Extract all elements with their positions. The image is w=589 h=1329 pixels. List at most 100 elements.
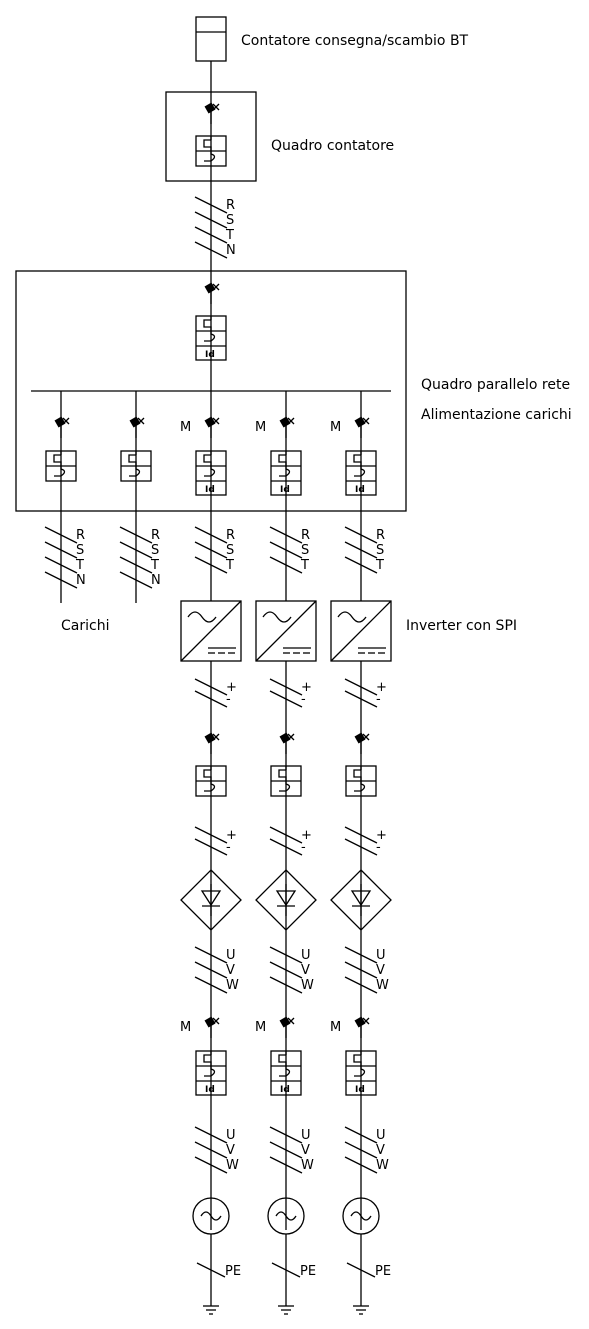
- differential-protection-symbol: Id: [345, 1050, 377, 1096]
- phase-label: S: [226, 543, 234, 558]
- phase-label: -: [226, 840, 231, 855]
- panel-quadro-contatore: [165, 91, 257, 182]
- phase-label: W: [226, 978, 239, 993]
- differential-mark: Id: [355, 485, 365, 495]
- differential-mark: Id: [280, 485, 290, 495]
- phase-slashes-dc: +-: [194, 826, 237, 856]
- rectifier-symbol: [180, 869, 242, 931]
- meter-symbol: [195, 16, 227, 62]
- differential-mark: Id: [280, 1085, 290, 1095]
- rectifier-symbol: [255, 869, 317, 931]
- differential-mark: Id: [205, 350, 215, 360]
- phase-slashes-dc: +-: [269, 678, 312, 708]
- phase-slashes-dc: +-: [344, 678, 387, 708]
- differential-protection-symbol: Id: [195, 450, 227, 496]
- phase-label: +: [226, 680, 237, 695]
- phase-label: U: [301, 1128, 311, 1143]
- phase-label: V: [226, 963, 235, 978]
- phase-slashes-gen: UVW: [269, 1126, 314, 1174]
- phase-label: T: [225, 228, 234, 243]
- differential-protection-symbol: Id: [195, 1050, 227, 1096]
- pe-conductor: PE: [196, 1262, 241, 1279]
- phase-label: +: [301, 828, 312, 843]
- pe-conductor: PE: [271, 1262, 316, 1279]
- phase-label: T: [225, 558, 234, 573]
- inverter-symbol: [180, 600, 242, 662]
- phase-slashes-dc: +-: [269, 826, 312, 856]
- phase-slashes-gen: UVW: [194, 1126, 239, 1174]
- pe-label: PE: [225, 1264, 241, 1279]
- phase-label: V: [226, 1143, 235, 1158]
- phase-label: -: [376, 692, 381, 707]
- phase-label: W: [376, 978, 389, 993]
- pe-conductor: PE: [346, 1262, 391, 1279]
- phase-label: R: [376, 528, 385, 543]
- phase-slashes-gen: UVW: [194, 946, 239, 994]
- phase-label: R: [226, 198, 235, 213]
- phase-label: V: [301, 1143, 310, 1158]
- phase-label: T: [375, 558, 384, 573]
- phase-label: -: [226, 692, 231, 707]
- phase-label: W: [301, 978, 314, 993]
- breaker-symbol: [279, 732, 295, 754]
- breaker-symbol: M: [255, 416, 295, 438]
- protection-symbol: [345, 765, 377, 797]
- motor-mark: M: [330, 1020, 341, 1035]
- ground-symbol: [353, 1305, 369, 1315]
- phase-label: U: [376, 1128, 386, 1143]
- label-contatore: Contatore consegna/scambio BT: [241, 33, 469, 49]
- motor-mark: M: [330, 420, 341, 435]
- phase-label: -: [301, 692, 306, 707]
- breaker-symbol: [354, 732, 370, 754]
- breaker-symbol: M: [330, 1016, 370, 1038]
- breaker-symbol: [54, 416, 70, 438]
- label-quadro-contatore: Quadro contatore: [271, 138, 394, 154]
- phase-label: V: [376, 963, 385, 978]
- phase-label: S: [376, 543, 384, 558]
- inverter-symbol: [330, 600, 392, 662]
- pe-label: PE: [300, 1264, 316, 1279]
- phase-label: R: [76, 528, 85, 543]
- label-quadro-parallelo: Quadro parallelo rete: [421, 377, 570, 393]
- phase-label: N: [76, 573, 86, 588]
- phase-label: U: [376, 948, 386, 963]
- differential-mark: Id: [355, 1085, 365, 1095]
- phase-label: T: [300, 558, 309, 573]
- protection-symbol: [45, 450, 77, 482]
- phase-label: R: [151, 528, 160, 543]
- protection-symbol: [270, 765, 302, 797]
- differential-protection-symbol: Id: [345, 450, 377, 496]
- breaker-symbol: M: [180, 416, 220, 438]
- differential-protection-symbol: Id: [270, 1050, 302, 1096]
- label-carichi: Carichi: [61, 618, 109, 634]
- differential-protection-symbol: Id: [195, 315, 227, 361]
- phase-slashes-ac: RST: [194, 526, 235, 574]
- phase-label: W: [376, 1158, 389, 1173]
- breaker-symbol: M: [255, 1016, 295, 1038]
- phase-label: R: [226, 528, 235, 543]
- phase-slashes-gen: UVW: [344, 946, 389, 994]
- phase-label: W: [226, 1158, 239, 1173]
- motor-mark: M: [180, 420, 191, 435]
- breaker-symbol: M: [180, 1016, 220, 1038]
- breaker-symbol: [129, 416, 145, 438]
- phase-label: N: [226, 243, 236, 258]
- phase-label: +: [376, 828, 387, 843]
- pe-label: PE: [375, 1264, 391, 1279]
- phase-label: -: [376, 840, 381, 855]
- phase-label: R: [301, 528, 310, 543]
- phase-label: S: [151, 543, 159, 558]
- motor-mark: M: [255, 420, 266, 435]
- phase-label: +: [226, 828, 237, 843]
- ground-symbol: [203, 1305, 219, 1315]
- protection-symbol: [120, 450, 152, 482]
- phase-label: -: [301, 840, 306, 855]
- phase-label: U: [226, 948, 236, 963]
- phase-label: S: [226, 213, 234, 228]
- ground-symbol: [278, 1305, 294, 1315]
- phase-label: N: [151, 573, 161, 588]
- phase-slashes-gen: UVW: [269, 946, 314, 994]
